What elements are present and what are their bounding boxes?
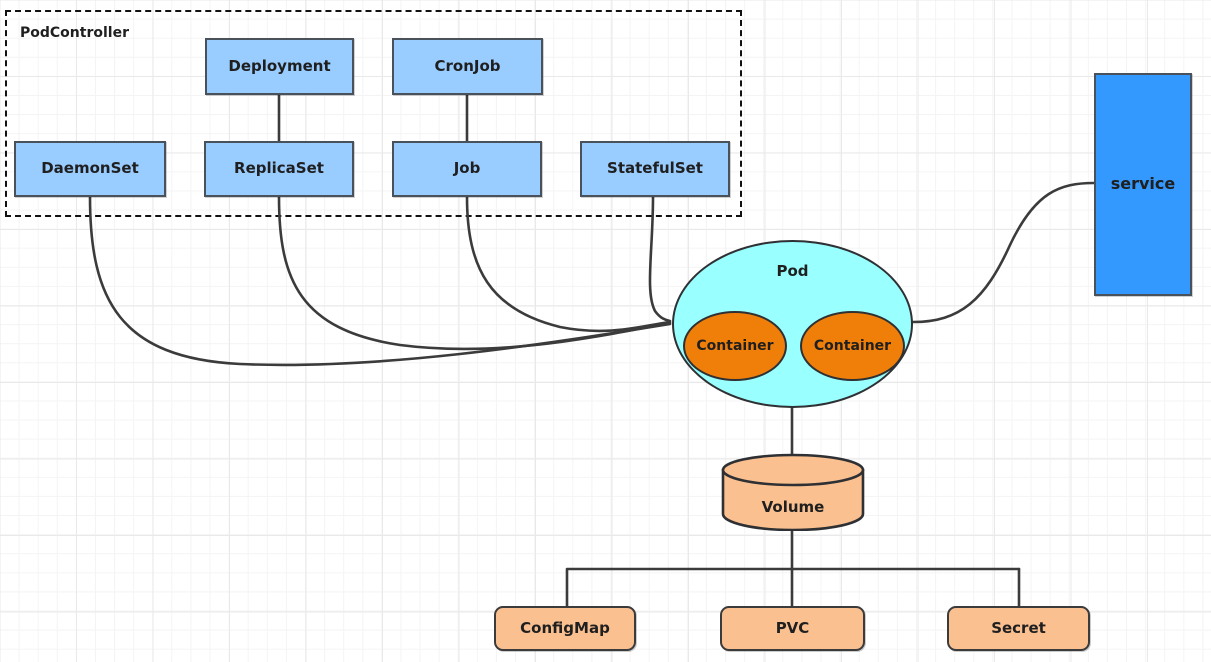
node-deployment[interactable]: Deployment [205,38,354,95]
node-cronjob[interactable]: CronJob [392,38,543,95]
node-volume-label: Volume [761,498,825,516]
edge-job-pod [465,195,672,333]
node-service[interactable]: service [1094,73,1192,296]
node-pvc[interactable]: PVC [720,606,865,651]
podcontroller-group-label: PodController [20,25,129,41]
node-secret-label: Secret [991,618,1046,637]
node-container-1-label: Container [696,338,774,354]
node-statefulset-label: StatefulSet [607,159,703,178]
edge-replicaset-pod [277,195,672,351]
node-daemonset-label: DaemonSet [41,159,139,178]
node-daemonset[interactable]: DaemonSet [14,141,166,197]
cylinder-shape [721,453,865,532]
edge-pod-service [911,181,1096,324]
node-configmap-label: ConfigMap [520,618,610,637]
node-deployment-label: Deployment [228,56,331,75]
node-replicaset-label: ReplicaSet [234,159,324,178]
node-replicaset[interactable]: ReplicaSet [204,141,354,197]
node-secret[interactable]: Secret [947,606,1090,651]
node-configmap[interactable]: ConfigMap [494,606,636,651]
node-job-label: Job [453,159,481,178]
node-service-label: service [1110,174,1176,194]
node-container-2-label: Container [813,338,892,354]
node-pvc-label: PVC [775,618,810,637]
node-statefulset[interactable]: StatefulSet [580,141,730,197]
node-container-2[interactable]: Container [800,311,905,381]
node-job[interactable]: Job [392,141,542,197]
edge-daemonset-pod [88,195,672,367]
node-volume[interactable]: Volume [721,453,865,532]
edge-volume-configmap [565,529,1021,608]
node-container-1[interactable]: Container [683,311,787,381]
node-pod-label: Pod [776,262,809,280]
node-cronjob-label: CronJob [434,56,501,75]
